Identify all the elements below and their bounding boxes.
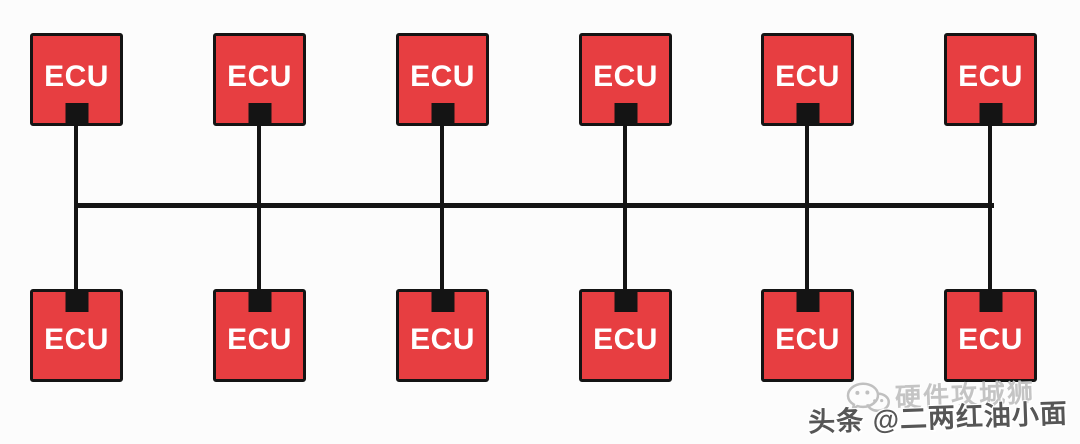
ecu-label: ECU (593, 322, 658, 356)
connector-tab (248, 292, 271, 312)
drop-line (440, 108, 444, 304)
ecu-node: ECU (30, 289, 123, 382)
wechat-icon (846, 381, 890, 414)
watermark-credit: 头条 @二两红油小面 (807, 398, 1069, 438)
connector-tab (979, 292, 1002, 312)
ecu-node: ECU (761, 289, 854, 382)
connector-tab (796, 292, 819, 312)
ecu-node: ECU (579, 289, 672, 382)
connector-tab (796, 103, 819, 123)
ecu-node: ECU (213, 33, 306, 126)
connector-tab (65, 292, 88, 312)
ecu-label: ECU (958, 59, 1023, 93)
connector-tab (979, 103, 1002, 123)
connector-tab (431, 103, 454, 123)
ecu-node: ECU (30, 33, 123, 126)
drop-line (257, 108, 261, 304)
ecu-node: ECU (944, 33, 1037, 126)
ecu-node: ECU (396, 289, 489, 382)
drop-line (623, 108, 627, 304)
ecu-label: ECU (227, 322, 292, 356)
ecu-node: ECU (761, 33, 854, 126)
ecu-label: ECU (44, 322, 109, 356)
drop-line (988, 108, 992, 304)
ecu-node: ECU (944, 289, 1037, 382)
ecu-label: ECU (410, 322, 475, 356)
ecu-node: ECU (396, 33, 489, 126)
connector-tab (65, 103, 88, 123)
ecu-label: ECU (593, 59, 658, 93)
drop-line (805, 108, 809, 304)
ecu-label: ECU (958, 322, 1023, 356)
ecu-label: ECU (775, 322, 840, 356)
ecu-label: ECU (44, 59, 109, 93)
connector-tab (248, 103, 271, 123)
ecu-label: ECU (410, 59, 475, 93)
watermark-brand: 硬件攻城狮 (845, 373, 1036, 417)
ecu-label: ECU (775, 59, 840, 93)
connector-tab (614, 292, 637, 312)
ecu-node: ECU (579, 33, 672, 126)
bus-line (74, 203, 994, 208)
ecu-label: ECU (227, 59, 292, 93)
connector-tab (614, 103, 637, 123)
connector-tab (431, 292, 454, 312)
ecu-node: ECU (213, 289, 306, 382)
drop-line (74, 108, 78, 304)
